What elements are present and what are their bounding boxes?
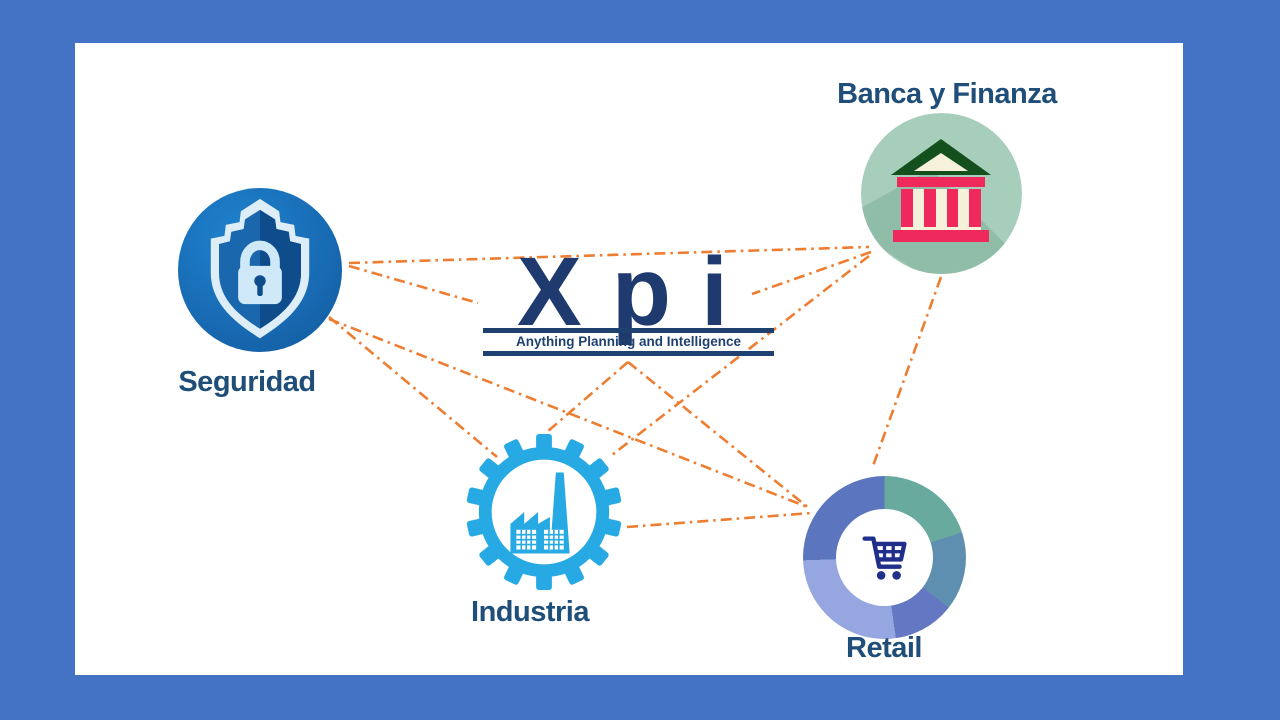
logo-tagline: Anything Planning and Intelligence — [515, 334, 741, 349]
label-retail: Retail — [846, 632, 922, 664]
label-seguridad: Seguridad — [178, 366, 316, 398]
logo-bottom-bar — [483, 351, 774, 356]
label-industria: Industria — [471, 596, 589, 628]
shield-lock-icon — [178, 188, 342, 352]
factory-gear-icon — [466, 433, 622, 591]
node-retail — [803, 476, 966, 639]
node-seguridad — [178, 188, 342, 352]
bank-icon — [861, 113, 1022, 274]
retail-inner-circle — [836, 509, 933, 606]
shopping-cart-icon — [861, 535, 907, 580]
node-banca — [861, 113, 1022, 274]
node-industria — [465, 433, 623, 591]
logo-wordmark: Xpi — [517, 237, 758, 346]
logo-top-bar — [483, 328, 774, 333]
label-banca: Banca y Finanza — [837, 78, 1057, 110]
